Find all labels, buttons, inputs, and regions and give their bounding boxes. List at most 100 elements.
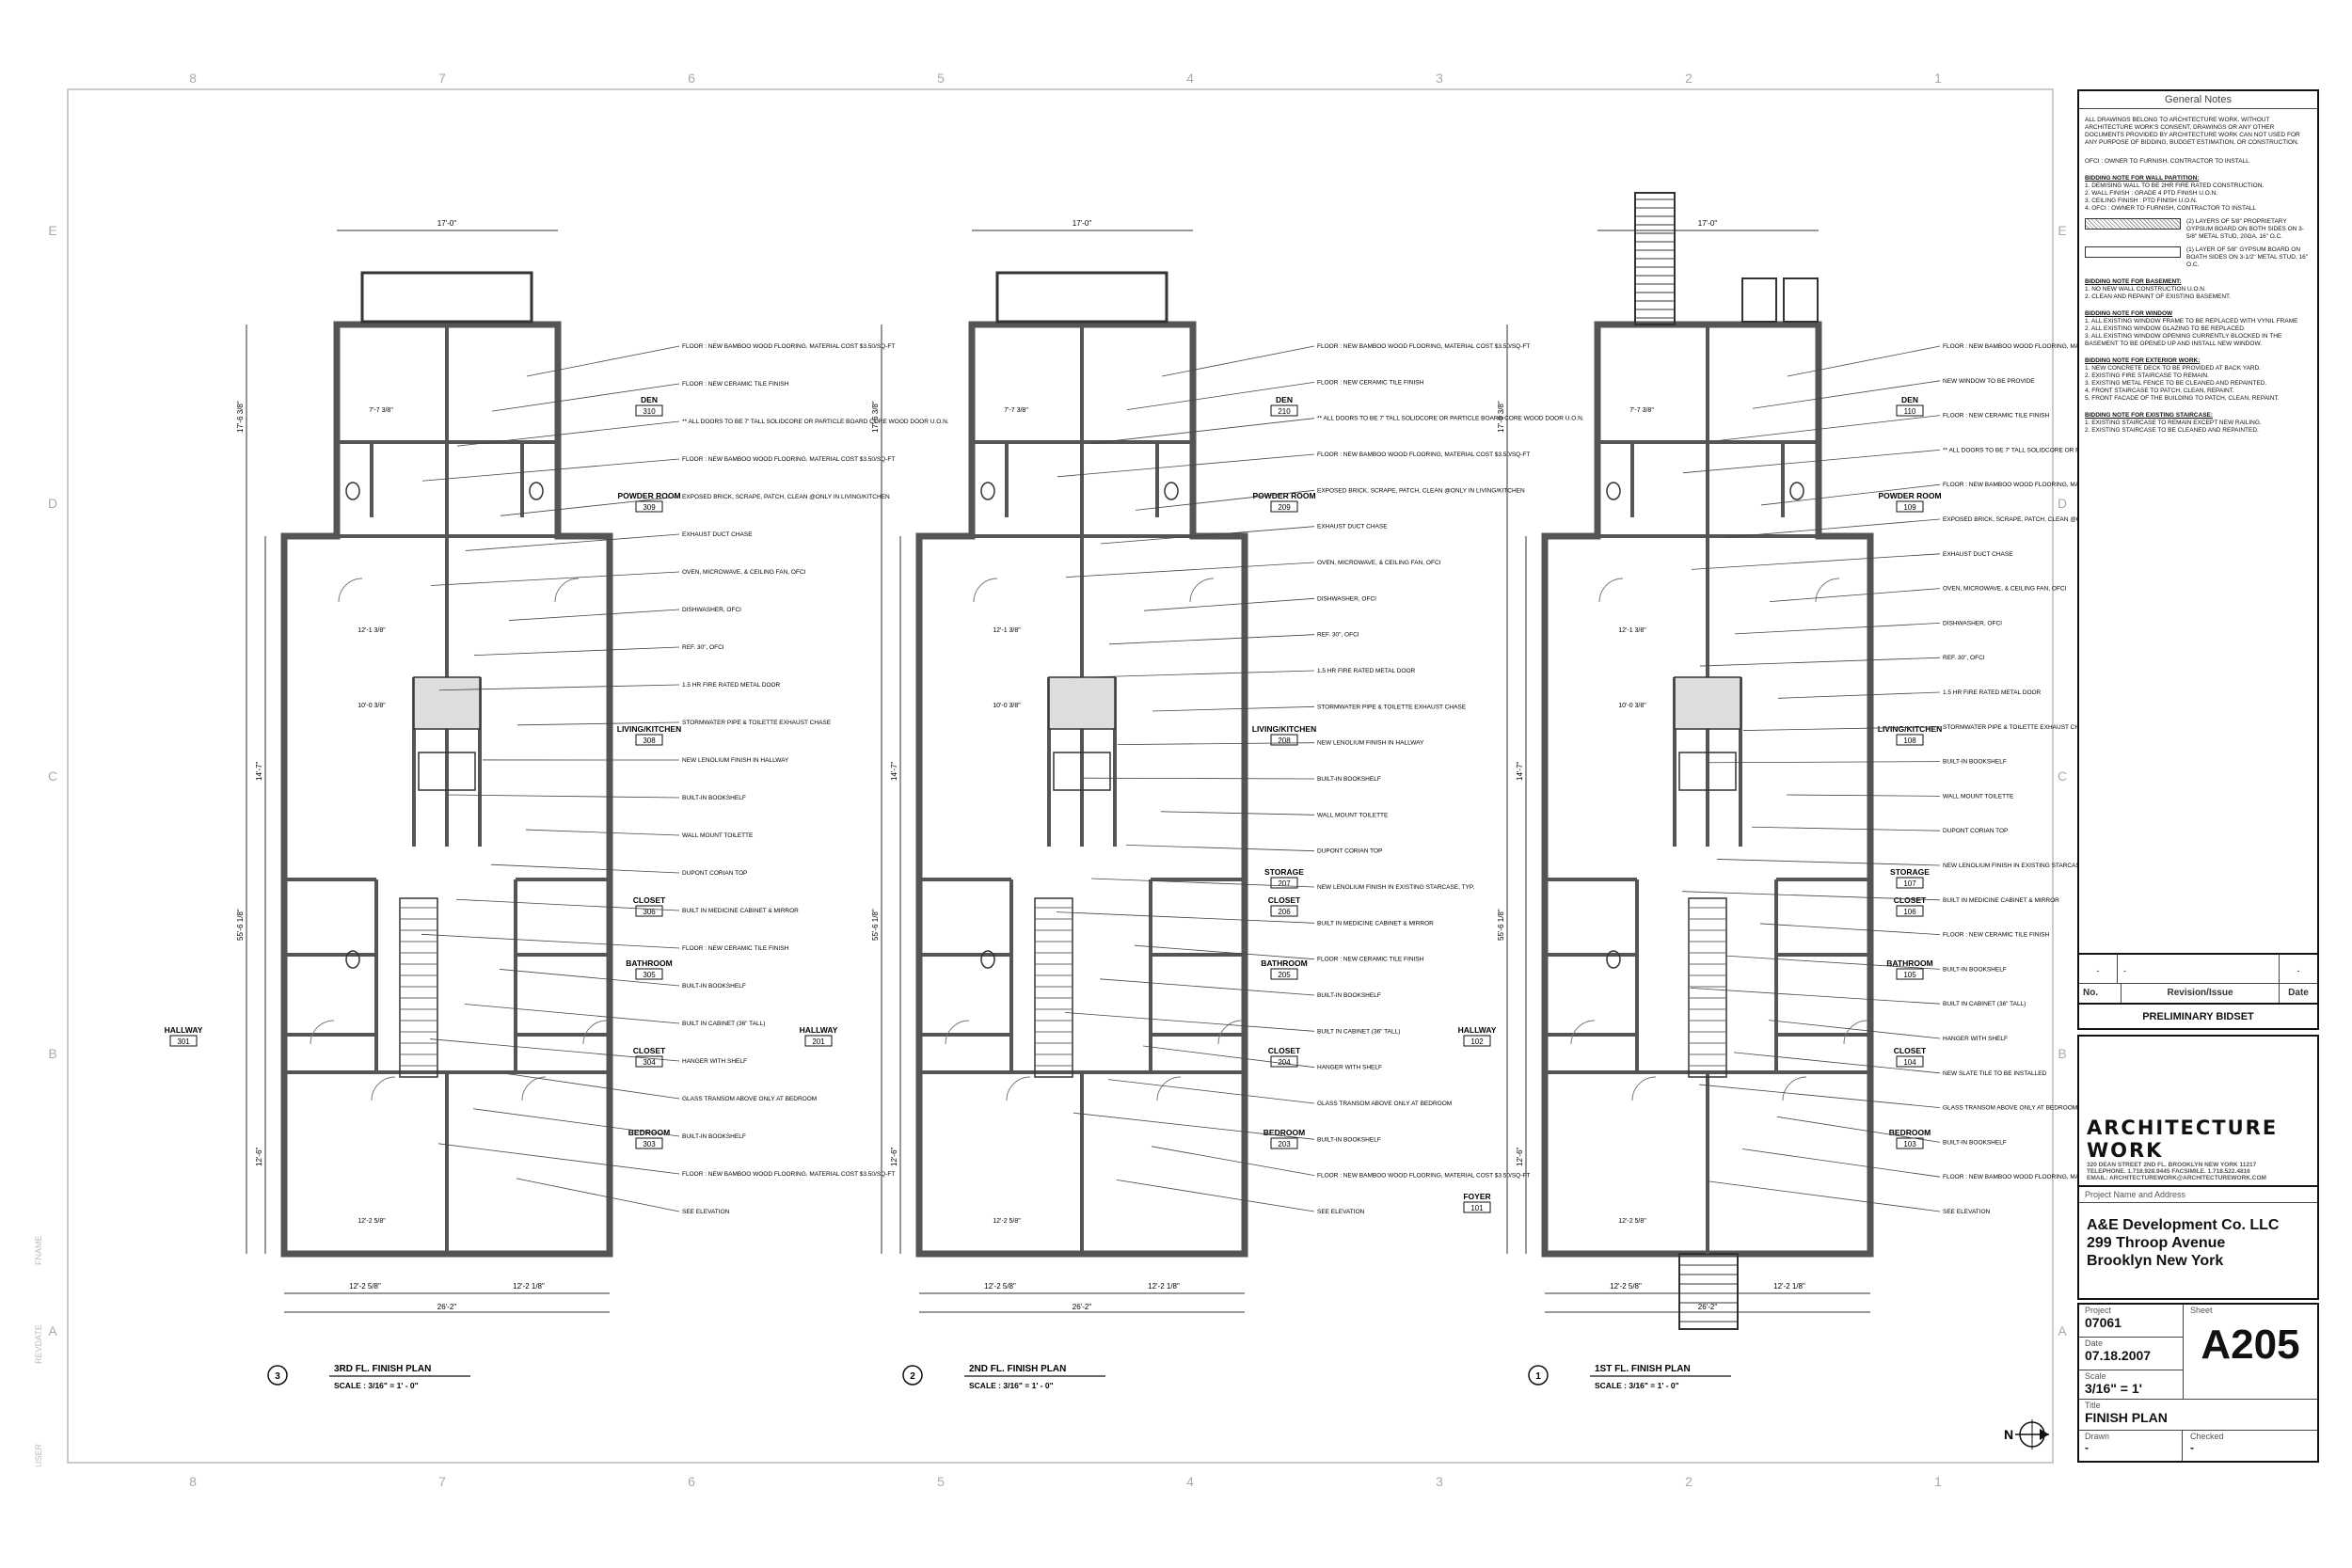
interior-stair: [399, 897, 438, 1078]
finish-note: BUILT-IN BOOKSHELF: [1317, 1136, 1381, 1143]
bidding-note-line: 3. CEILING FINISH : PTD FINISH U.O.N.: [2085, 198, 2198, 204]
wall-legend-row: (2) LAYERS OF 5/8" PROPRIETARY GYPSUM BO…: [2085, 218, 2312, 241]
bidding-note-title: BIDDING NOTE FOR EXISTING STAIRCASE:: [2085, 412, 2214, 419]
finish-note: FLOOR : NEW BAMBOO WOOD FLOORING, MATERI…: [682, 1171, 895, 1178]
leader-line: [1142, 1045, 1315, 1069]
room-name: HALLWAY: [165, 1025, 203, 1035]
general-notes-title: General Notes: [2079, 91, 2317, 109]
plans-group: 17'-0"12'-2 5/8"12'-2 1/8"26'-2"55'-6 1/…: [165, 192, 2210, 1390]
room-number: 102: [1470, 1037, 1484, 1046]
leader-line: [1057, 453, 1315, 478]
finish-note: DUPONT CORIAN TOP: [682, 870, 747, 877]
dim-left-b: 14'-7": [255, 761, 263, 781]
leader-line: [1091, 418, 1315, 444]
drawn-label: Drawn: [2085, 1432, 2110, 1441]
finish-note: FLOOR : NEW CERAMIC TILE FINISH: [682, 381, 789, 388]
wall-legend-row: (1) LAYER OF 5/8" GYPSUM BOARD ON BOATH …: [2085, 246, 2312, 269]
leader-line: [1786, 794, 1941, 797]
room-name: LIVING/KITCHEN: [617, 724, 681, 734]
finish-note: EXHAUST DUCT CHASE: [1317, 524, 1388, 531]
checked-label: Checked: [2190, 1432, 2224, 1441]
finish-note: NEW SLATE TILE TO BE INSTALLED: [1943, 1070, 2047, 1077]
leader-line: [1073, 670, 1315, 678]
room-number-box: [635, 500, 663, 513]
grid-row-label: D: [2058, 496, 2067, 511]
room-number: 110: [1904, 407, 1916, 416]
room-name: FOYER: [1463, 1192, 1490, 1201]
bidding-note-section: BIDDING NOTE FOR EXTERIOR WORK:1. NEW CO…: [2079, 357, 2317, 403]
finish-note: FLOOR : NEW CERAMIC TILE FINISH: [1943, 413, 2050, 420]
leader-line: [1787, 345, 1941, 377]
finish-note: BUILT-IN BOOKSHELF: [682, 983, 746, 990]
room-name: STORAGE: [1890, 867, 1930, 877]
grid-row-label: D: [48, 496, 57, 511]
finish-note: FLOOR : NEW BAMBOO WOOD FLOORING, MATERI…: [1317, 343, 1530, 350]
toilet-icon: [345, 950, 360, 969]
grid-row-label: C: [2058, 768, 2067, 784]
finish-note: REF. 30", OFCI: [1943, 655, 1985, 661]
grid-row-label: A: [2058, 1323, 2067, 1338]
leader-line: [1108, 634, 1315, 645]
bidding-note-section: BIDDING NOTE FOR WALL PARTITION:1. DEMIS…: [2079, 175, 2317, 269]
grid-column-label: 5: [937, 1474, 945, 1489]
door-swing: [945, 1020, 970, 1045]
finish-note: NEW LENOLIUM FINISH IN EXISTING STARCASE…: [1943, 863, 2100, 869]
room-number: 305: [643, 971, 656, 979]
leader-line: [507, 1073, 680, 1100]
finish-note: OVEN, MICROWAVE, & CEILING FAN, OFCI: [1943, 586, 2067, 593]
margin-text-label: USER: [34, 1443, 43, 1467]
finish-note: EXHAUST DUCT CHASE: [682, 531, 753, 538]
general-notes-ofci: OFCI : OWNER TO FURNISH, CONTRACTOR TO I…: [2085, 158, 2249, 165]
toilet-icon: [1606, 482, 1621, 500]
revision-header-no: No.: [2079, 984, 2122, 1003]
door-swing: [1631, 1076, 1657, 1101]
dim-left-c: 12'-6": [255, 1147, 263, 1166]
plan-number: 3: [275, 1371, 280, 1382]
room-number: 106: [1903, 908, 1916, 916]
general-notes-sections: BIDDING NOTE FOR WALL PARTITION:1. DEMIS…: [2079, 175, 2317, 435]
exterior-wall: [280, 321, 613, 1258]
door-swing: [310, 1020, 335, 1045]
plan-number-circle: [902, 1365, 923, 1386]
room-name: CLOSET: [633, 1046, 666, 1055]
finish-note: EXPOSED BRICK, SCRAPE, PATCH, CLEAN @ONL…: [1943, 516, 2151, 523]
dimensions: 17'-0"12'-2 5/8"12'-2 1/8"26'-2"55'-6 1/…: [1497, 219, 1870, 1313]
leader-line: [1682, 450, 1941, 474]
door-swing: [1156, 1076, 1182, 1101]
revision-row-rev: -: [2118, 955, 2280, 983]
room-name: BEDROOM: [1263, 1128, 1305, 1137]
room-name: CLOSET: [633, 895, 666, 905]
revision-row-date: -: [2296, 966, 2300, 975]
room-number: 108: [1903, 736, 1916, 745]
leader-line: [430, 571, 680, 586]
revision-row-no: -: [2079, 955, 2118, 983]
exhaust-duct-chase: [1048, 676, 1116, 730]
leader-line: [1065, 562, 1315, 578]
door-swing: [521, 1076, 547, 1101]
finish-note: FLOOR : NEW CERAMIC TILE FINISH: [1317, 379, 1424, 386]
rear-deck: [995, 271, 1168, 324]
dim-living: 12'-1 3/8": [993, 627, 1021, 634]
bidding-note-line: 2. WALL FINISH : GRADE 4 PTD FINISH U.O.…: [2085, 190, 2218, 197]
grid-column-label: 8: [189, 71, 197, 86]
room-number-box: [1270, 1137, 1298, 1149]
dim-bottom-left: 12'-2 5/8": [984, 1282, 1016, 1291]
finish-note: BUILT-IN BOOKSHELF: [1943, 1139, 2007, 1146]
revision-table: - - - No. Revision/Issue Date PRELIMINAR…: [2077, 955, 2319, 1030]
leader-line: [1708, 761, 1941, 764]
finish-note: GLASS TRANSOM ABOVE ONLY AT BEDROOM: [682, 1096, 817, 1102]
finish-notes: FLOOR : NEW BAMBOO WOOD FLOORING, MATERI…: [421, 343, 949, 1215]
room-number-box: [1896, 734, 1924, 746]
general-notes-panel: General Notes ALL DRAWINGS BELONG TO ARC…: [2077, 89, 2319, 955]
kitchen-appliance: [1678, 752, 1737, 791]
leader-line: [1125, 845, 1315, 852]
grid-column-label: 7: [438, 1474, 446, 1489]
plan-number: 2: [910, 1371, 915, 1382]
leader-line: [438, 684, 680, 691]
bidding-note-line: 3. ALL EXISTING WINDOW OPENING CURRENTLY…: [2085, 333, 2282, 347]
leader-line: [1742, 726, 1941, 731]
dim-living: 12'-1 3/8": [1618, 627, 1646, 634]
leader-line: [1734, 623, 1941, 635]
dim-left-a: 17'-6 3/8": [236, 401, 245, 433]
